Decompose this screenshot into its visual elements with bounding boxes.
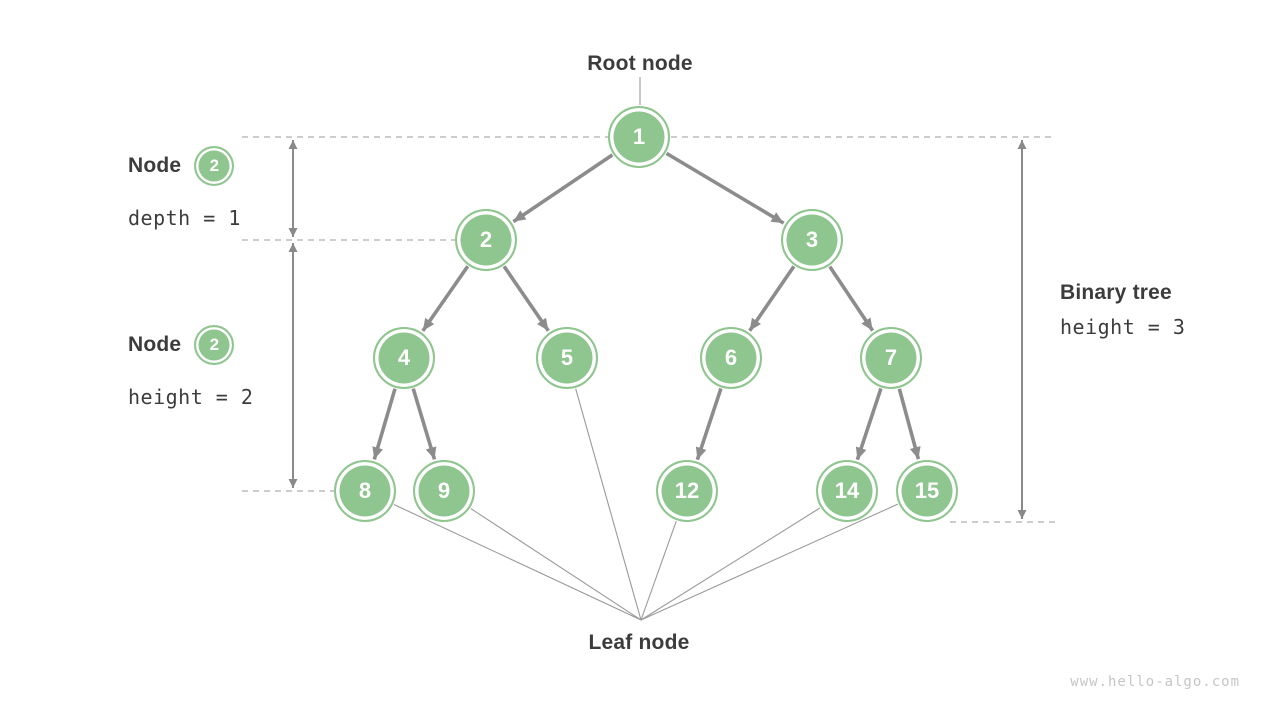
tree-node-8: 8: [334, 460, 396, 522]
watermark: www.hello-algo.com: [1070, 674, 1240, 690]
tree-node-9: 9: [413, 460, 475, 522]
leaf-node-label: Leaf node: [588, 631, 690, 654]
tree-height-annotation: Binary tree height = 3: [1060, 280, 1185, 339]
tree-node-14: 14: [816, 460, 878, 522]
leaf-connector-line-15: [640, 503, 899, 621]
node-height-badge-circle: 2: [194, 325, 235, 365]
tree-edge-6-12: [695, 387, 723, 461]
tree-edge-3-7: [828, 265, 875, 332]
node-height-title: Node: [128, 333, 182, 356]
leaf-connector-line-9: [470, 508, 642, 621]
tree-node-12: 12: [656, 460, 718, 522]
tree-edge-2-4: [421, 265, 470, 332]
tree-node-7: 7: [860, 327, 922, 389]
leaf-connector-line-12: [640, 520, 677, 621]
node-depth-annotation: Node 2 depth = 1: [128, 146, 241, 230]
tree-edge-2-5: [502, 265, 550, 332]
tree-edge-7-14: [855, 387, 883, 461]
tree-node-4: 4: [373, 327, 435, 389]
tree-edge-3-6: [748, 265, 796, 332]
tree-node-2: 2: [455, 209, 517, 271]
node-depth-badge-circle: 2: [194, 146, 235, 186]
leaf-connector-line-5: [575, 388, 642, 621]
tree-node-1: 1: [608, 106, 670, 168]
leaf-connector-line-14: [640, 507, 821, 621]
tree-edge-4-9: [411, 388, 437, 460]
leaf-connector-line-8: [393, 504, 642, 621]
root-node-label: Root node: [587, 52, 693, 75]
node-depth-metric: depth = 1: [128, 206, 241, 230]
tree-edge-1-3: [665, 151, 785, 225]
tree-node-15: 15: [896, 460, 958, 522]
node-height-annotation: Node 2 height = 2: [128, 325, 253, 409]
node-depth-title: Node: [128, 154, 182, 177]
tree-edge-4-8: [372, 388, 397, 460]
tree-node-6: 6: [700, 327, 762, 389]
tree-height-title: Binary tree: [1060, 281, 1172, 304]
tree-node-5: 5: [536, 327, 598, 389]
tree-node-3: 3: [781, 209, 843, 271]
tree-edge-1-2: [512, 153, 614, 224]
node-height-metric: height = 2: [128, 385, 254, 409]
tree-edge-7-15: [897, 388, 921, 460]
tree-height-metric: height = 3: [1060, 315, 1186, 339]
